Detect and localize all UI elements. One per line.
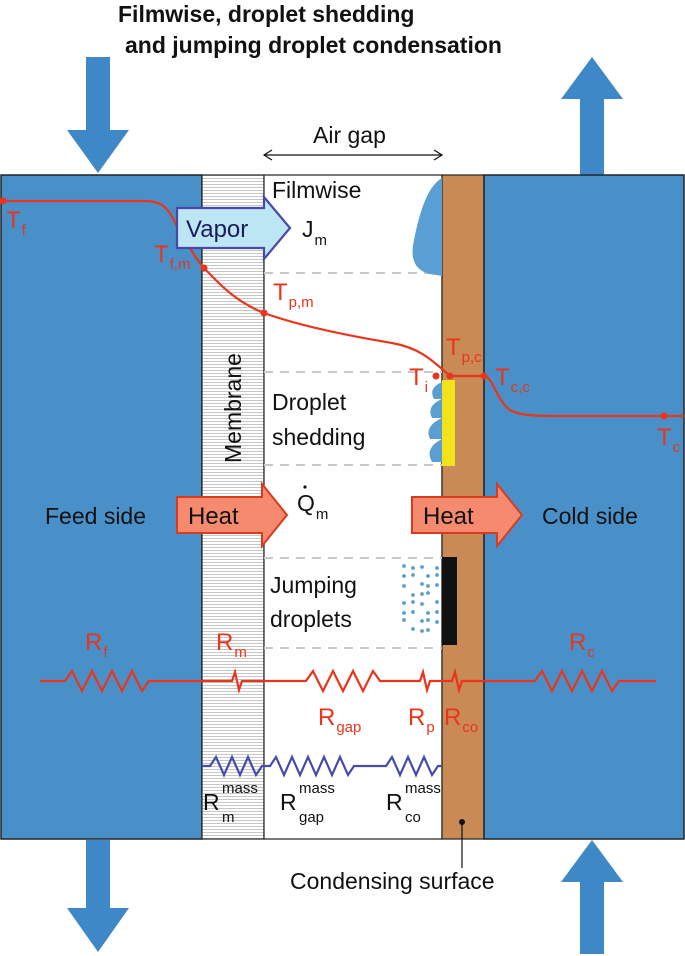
jumping-droplet: [411, 600, 415, 604]
jumping-droplet: [420, 602, 424, 606]
jumping-droplet: [426, 628, 430, 632]
heat-arrow-cold: Heat: [411, 481, 524, 549]
R-m-label: Rm: [216, 629, 247, 661]
jumping-droplet: [435, 583, 439, 587]
svg-text:Qm: Qm: [297, 490, 328, 523]
heat-label-right: Heat: [423, 503, 474, 530]
jumping-droplet: [402, 564, 406, 568]
T-c-label: Tc: [657, 424, 681, 456]
T-pc-label: Tp,c: [446, 334, 482, 366]
jumping-droplet: [435, 610, 439, 614]
jumping-droplet: [402, 601, 406, 605]
jumping-droplet: [426, 591, 430, 595]
coolant-outlet-arrow: [561, 57, 623, 175]
R-p-label: Rp: [408, 704, 435, 736]
J-m-label: Jm: [302, 216, 327, 249]
T-i-label: Ti: [409, 364, 428, 396]
jumping-droplet: [402, 574, 406, 578]
promoter-coating: [442, 380, 455, 466]
jumping-droplet: [402, 611, 406, 615]
superhydrophobic-coating: [442, 557, 457, 645]
thermal-resistance-network: [40, 667, 656, 695]
jumping-droplets-label-1: Jumping: [270, 572, 357, 598]
T-pm-label: Tp,m: [273, 279, 314, 311]
vapor-label: Vapor: [186, 216, 248, 243]
vapor-flux-arrow: Vapor: [175, 193, 292, 263]
title-line-2: and jumping droplet condensation: [125, 32, 502, 58]
jumping-droplet: [435, 566, 439, 570]
jumping-droplet: [420, 565, 424, 569]
jumping-droplet: [420, 619, 424, 623]
jumping-droplet: [411, 610, 415, 614]
shedding-droplets: [428, 382, 442, 462]
jumping-droplet: [402, 584, 406, 588]
condensing-surface-label: Condensing surface: [290, 868, 495, 894]
feed-side-label: Feed side: [45, 503, 146, 529]
R-co-label: Rco: [444, 704, 478, 736]
Q-m-label: Qm: [297, 485, 328, 523]
droplet-shedding-label-1: Droplet: [272, 389, 347, 415]
feed-inlet-arrow: [67, 57, 129, 173]
jumping-droplet: [420, 629, 424, 633]
R-f-label: Rf: [85, 629, 108, 661]
heat-arrow-feed: Heat: [176, 481, 289, 549]
feed-outlet-arrow: [67, 840, 129, 952]
T-f-label: Tf: [6, 207, 27, 239]
mass-resistance-network: [202, 754, 442, 778]
T-cc-label: Tc,c: [495, 364, 530, 396]
heat-label-left: Heat: [188, 503, 239, 530]
title-line-1: Filmwise, droplet shedding: [118, 1, 414, 27]
jumping-droplet: [435, 620, 439, 624]
jumping-droplet: [435, 600, 439, 604]
air-gap-span-arrow: [262, 149, 444, 161]
jumping-droplet: [411, 573, 415, 577]
jumping-droplet: [426, 584, 430, 588]
R-gap-label: Rgap: [318, 704, 361, 736]
jumping-droplet: [426, 611, 430, 615]
jumping-droplet: [426, 574, 430, 578]
feed-channel: [0, 174, 203, 840]
jumping-droplet: [402, 618, 406, 622]
cold-side-label: Cold side: [542, 503, 638, 529]
air-gap-label: Air gap: [313, 122, 386, 148]
jumping-droplet: [426, 618, 430, 622]
filmwise-label: Filmwise: [272, 177, 361, 203]
jumping-droplet: [435, 573, 439, 577]
R-c-label: Rc: [569, 629, 595, 661]
jumping-droplet: [411, 593, 415, 597]
jumping-droplet: [420, 592, 424, 596]
air-gap-section-dividers: [264, 272, 442, 649]
droplet-shedding-label-2: shedding: [272, 424, 365, 450]
membrane-label: Membrane: [220, 353, 246, 463]
jumping-droplet: [420, 582, 424, 586]
temperature-nodes: [0, 197, 668, 420]
jumping-droplet-cloud: [402, 564, 439, 633]
condensate-film: [412, 178, 442, 276]
cold-channel: [483, 174, 685, 840]
jumping-droplet: [411, 566, 415, 570]
jumping-droplets-label-2: droplets: [270, 606, 352, 632]
T-fm-label: Tf,m: [154, 241, 191, 273]
coolant-inlet-arrow: [561, 840, 623, 954]
jumping-droplet: [411, 627, 415, 631]
